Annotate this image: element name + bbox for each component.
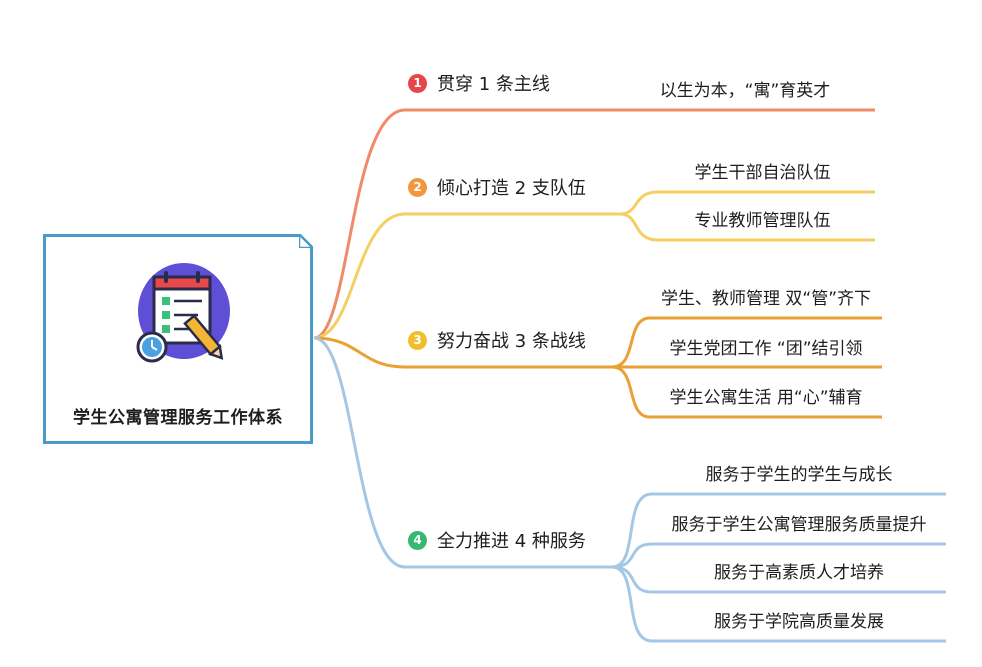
leaf-connector-4-4 xyxy=(611,565,653,643)
branch-4-label: 全力推进 4 种服务 xyxy=(437,531,586,552)
leaf-connector-4-3 xyxy=(611,565,653,594)
connector-root-branch-1 xyxy=(313,108,406,340)
connector-root-branch-4 xyxy=(313,336,406,569)
leaf-connector-4-1 xyxy=(611,492,653,569)
leaf-4-1[interactable]: 服务于学生的学生与成长 xyxy=(705,465,893,485)
leaf-4-2[interactable]: 服务于学生公寓管理服务质量提升 xyxy=(671,515,927,535)
leaf-connector-3-1 xyxy=(611,316,651,369)
root-node[interactable]: 学生公寓管理服务工作体系 xyxy=(43,234,313,444)
branch-1[interactable]: 1 贯穿 1 条主线 xyxy=(408,70,550,96)
branch-2-label: 倾心打造 2 支队伍 xyxy=(437,178,586,199)
leaf-connector-2-2 xyxy=(619,212,659,242)
branch-3-label: 努力奋战 3 条战线 xyxy=(437,331,586,352)
calendar-checklist-icon xyxy=(132,259,232,374)
leaf-3-1[interactable]: 学生、教师管理 双“管”齐下 xyxy=(660,289,872,309)
leaf-2-2[interactable]: 专业教师管理队伍 xyxy=(694,211,831,231)
branch-2[interactable]: 2 倾心打造 2 支队伍 xyxy=(408,174,586,200)
badge-4: 4 xyxy=(408,530,427,550)
branch-4[interactable]: 4 全力推进 4 种服务 xyxy=(408,527,586,553)
leaf-connector-4-2 xyxy=(611,542,653,569)
folded-corner xyxy=(299,234,313,248)
leaf-2-1[interactable]: 学生干部自治队伍 xyxy=(694,163,831,183)
leaf-4-3[interactable]: 服务于高素质人才培养 xyxy=(714,563,884,583)
leaf-connector-3-3 xyxy=(611,365,651,419)
branch-3[interactable]: 3 努力奋战 3 条战线 xyxy=(408,327,586,353)
root-title: 学生公寓管理服务工作体系 xyxy=(73,408,283,428)
leaf-1-1[interactable]: 以生为本，“寓”育英才 xyxy=(659,81,831,101)
connector-root-branch-2 xyxy=(313,212,406,340)
connector-root-branch-3 xyxy=(313,336,406,369)
leaf-connector-2-1 xyxy=(619,190,659,216)
badge-3: 3 xyxy=(408,330,427,350)
leaf-3-3[interactable]: 学生公寓生活 用“心”辅育 xyxy=(669,388,863,408)
leaf-3-2[interactable]: 学生党团工作 “团”结引领 xyxy=(669,339,863,359)
badge-2: 2 xyxy=(408,177,427,197)
branch-1-label: 贯穿 1 条主线 xyxy=(437,74,550,95)
badge-1: 1 xyxy=(408,73,427,93)
leaf-4-4[interactable]: 服务于学院高质量发展 xyxy=(714,612,884,632)
